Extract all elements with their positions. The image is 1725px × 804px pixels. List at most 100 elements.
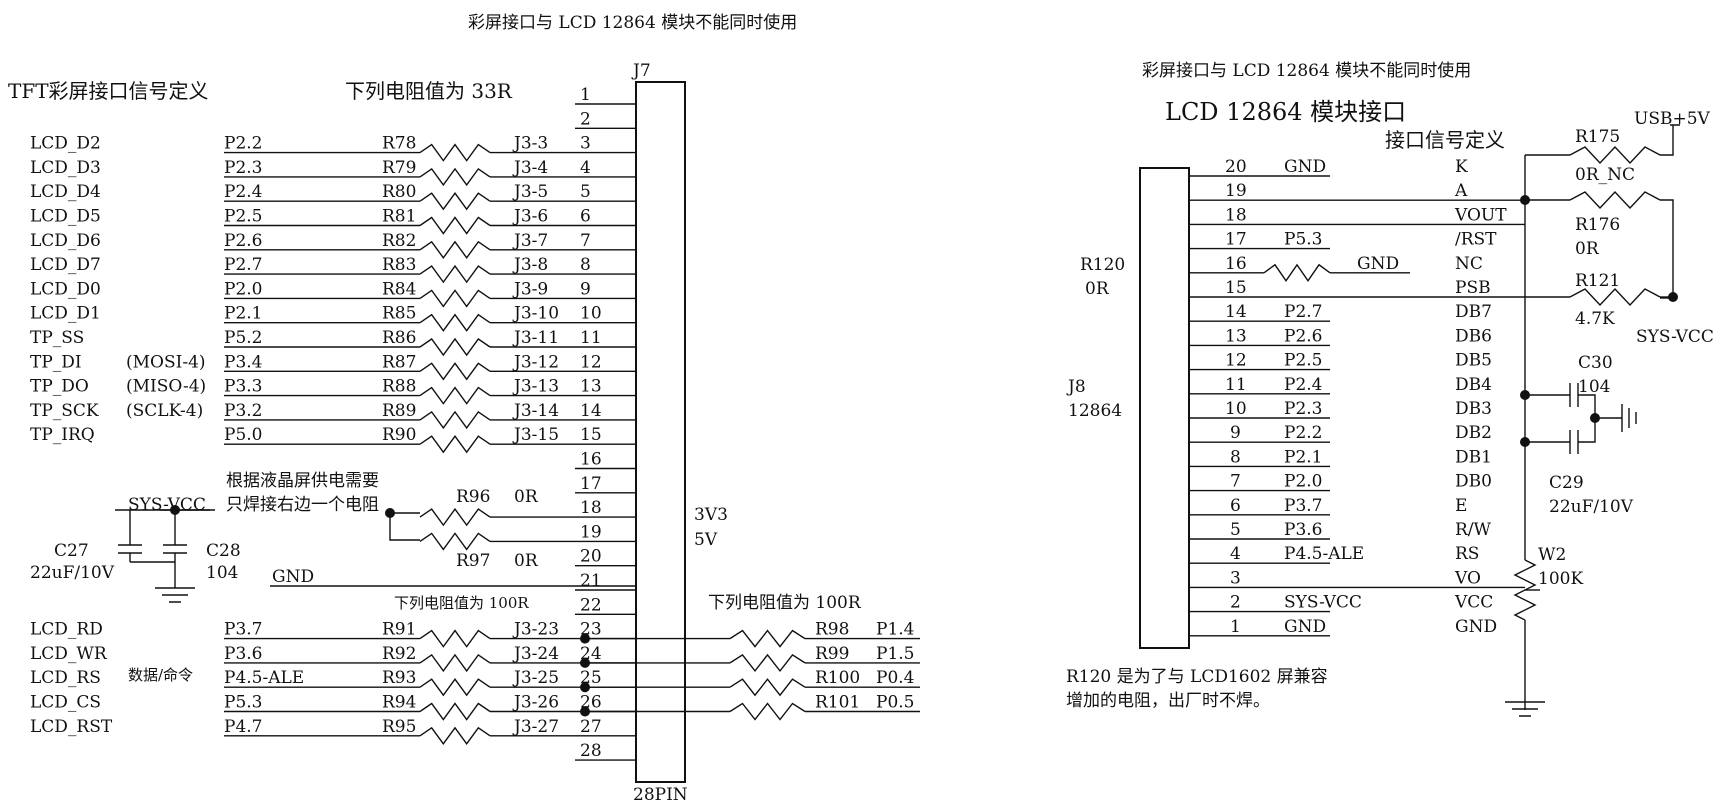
j8-pin-number: 18 — [1225, 205, 1247, 225]
j8-net-label: P3.6 — [1284, 520, 1322, 540]
bus-port-label: P0.5 — [876, 693, 914, 713]
j8-func-label: PSB — [1455, 278, 1491, 298]
tft-net-label: J3-8 — [512, 255, 548, 275]
j8-func-label: DB2 — [1455, 423, 1492, 443]
left-signal-rows: 1234567891011121314151617181920212223242… — [30, 85, 920, 761]
c29-value: 22uF/10V — [1549, 497, 1634, 517]
j8-net-label: P2.2 — [1284, 423, 1322, 443]
r120-note-2: 增加的电阻，出厂时不焊。 — [1066, 691, 1270, 711]
j8-net-label: P2.1 — [1284, 447, 1322, 467]
tft-resistor-ref: R83 — [382, 255, 416, 275]
tft-net-label: J3-6 — [512, 207, 548, 227]
tft-port-label: P2.4 — [224, 182, 262, 202]
tft-signal-alt: (MISO-4) — [126, 377, 206, 397]
tft-net-label: J3-9 — [512, 279, 548, 299]
ctrl-resistor-zigzag — [419, 653, 491, 673]
v5v-label: 5V — [694, 530, 718, 550]
j8-net-label: P5.3 — [1284, 230, 1322, 250]
tft-resistor-ref: R81 — [382, 207, 416, 227]
tft-port-label: P2.3 — [224, 158, 262, 178]
j7-pin-number: 7 — [580, 231, 591, 251]
tft-port-label: P5.0 — [224, 425, 262, 445]
data-cmd-label: 数据/命令 — [128, 666, 193, 684]
j7-ref: J7 — [631, 61, 651, 81]
bus-port-label: P0.4 — [876, 668, 914, 688]
c27-value: 22uF/10V — [30, 563, 115, 583]
tft-signal-name: TP_DI — [30, 352, 82, 372]
j8-func-label: VOUT — [1454, 205, 1507, 225]
ctrl-resistor-zigzag — [419, 629, 491, 648]
j8-pin-number: 20 — [1225, 157, 1247, 177]
rail-junction-dot-a — [1520, 195, 1530, 205]
tft-net-label: J3-3 — [512, 134, 548, 154]
c30-label: C30 — [1578, 353, 1613, 373]
ctrl-resistor-ref: R95 — [382, 717, 416, 737]
tft-net-label: J3-10 — [512, 304, 559, 324]
j8-net-label: P2.4 — [1284, 375, 1322, 395]
j8-value: 12864 — [1068, 401, 1122, 421]
j8-net-label: P2.7 — [1284, 302, 1322, 322]
j7-pin-number: 8 — [580, 255, 591, 275]
j7-bottom-label: 28PIN — [633, 785, 688, 804]
ctrl-signal-name: LCD_RD — [30, 620, 103, 640]
tft-net-label: J3-13 — [512, 377, 559, 397]
j8-func-label: VO — [1454, 568, 1481, 588]
j8-func-label: GND — [1455, 617, 1497, 637]
j8-net-label: P2.3 — [1284, 399, 1322, 419]
tft-resistor-zigzag — [419, 386, 491, 405]
j7-pin-number: 15 — [580, 425, 602, 445]
ctrl-resistor-ref: R92 — [382, 644, 416, 664]
j7-pin-number: 5 — [580, 182, 591, 202]
ctrl-signal-name: LCD_CS — [30, 693, 101, 713]
j8-func-label: DB5 — [1455, 351, 1492, 371]
tft-signal-name: LCD_D5 — [30, 207, 101, 227]
j8-net-label: P4.5-ALE — [1284, 544, 1364, 564]
tft-port-label: P2.7 — [224, 255, 262, 275]
j7-pin-number: 6 — [580, 207, 591, 227]
j8-pin-number: 5 — [1230, 520, 1241, 540]
left-gnd-label: GND — [272, 567, 314, 587]
j7-pin-number: 13 — [580, 377, 602, 397]
j8-pin-number: 2 — [1230, 593, 1241, 613]
cap-junction-dot — [170, 505, 180, 515]
r96-label: R96 — [456, 487, 490, 507]
c29-label: C29 — [1549, 473, 1584, 493]
tft-signal-name: LCD_D3 — [30, 158, 101, 178]
tft-port-label: P2.6 — [224, 231, 262, 251]
r120-zigzag — [1263, 263, 1331, 283]
j8-pin-number: 11 — [1225, 375, 1247, 395]
ctrl-port-label: P3.7 — [224, 620, 262, 640]
j8-pin-number: 3 — [1230, 568, 1241, 588]
j7-pin-number: 14 — [580, 401, 602, 421]
r121-label: R121 — [1575, 271, 1620, 291]
tft-port-label: P3.3 — [224, 377, 262, 397]
c30-value: 104 — [1578, 377, 1610, 397]
c27-label: C27 — [54, 541, 89, 561]
bus-resistor-ref: R98 — [815, 620, 849, 640]
right-title: LCD 12864 模块接口 — [1165, 98, 1406, 126]
j8-pin-number: 9 — [1230, 423, 1241, 443]
j8-net-label: SYS-VCC — [1284, 593, 1362, 613]
bus-resistor-zigzag — [729, 653, 806, 673]
ctrl-resistor-ref: R93 — [382, 668, 416, 688]
r176-zigzag — [1569, 190, 1661, 210]
j7-pin-number: 21 — [580, 571, 602, 591]
j8-net-label: P2.5 — [1284, 351, 1322, 371]
j8-pin-number: 17 — [1225, 230, 1247, 250]
left-section-title: TFT彩屏接口信号定义 — [8, 79, 209, 103]
j7-pin-number: 18 — [580, 498, 602, 518]
c28-label: C28 — [206, 541, 241, 561]
j8-func-label: E — [1455, 496, 1467, 516]
ctrl-resistor-zigzag — [419, 702, 491, 721]
tft-signal-name: TP_SCK — [30, 401, 99, 421]
tft-net-label: J3-7 — [512, 231, 548, 251]
tft-resistor-zigzag — [419, 264, 491, 284]
ctrl-net-label: J3-25 — [512, 668, 559, 688]
j8-func-label: R/W — [1455, 520, 1492, 540]
j7-pin-number: 11 — [580, 328, 602, 348]
j8-net-label: GND — [1284, 157, 1326, 177]
r97-value: 0R — [514, 551, 539, 571]
j7-pin-number: 2 — [580, 109, 591, 129]
j7-pin-number: 22 — [580, 595, 602, 615]
